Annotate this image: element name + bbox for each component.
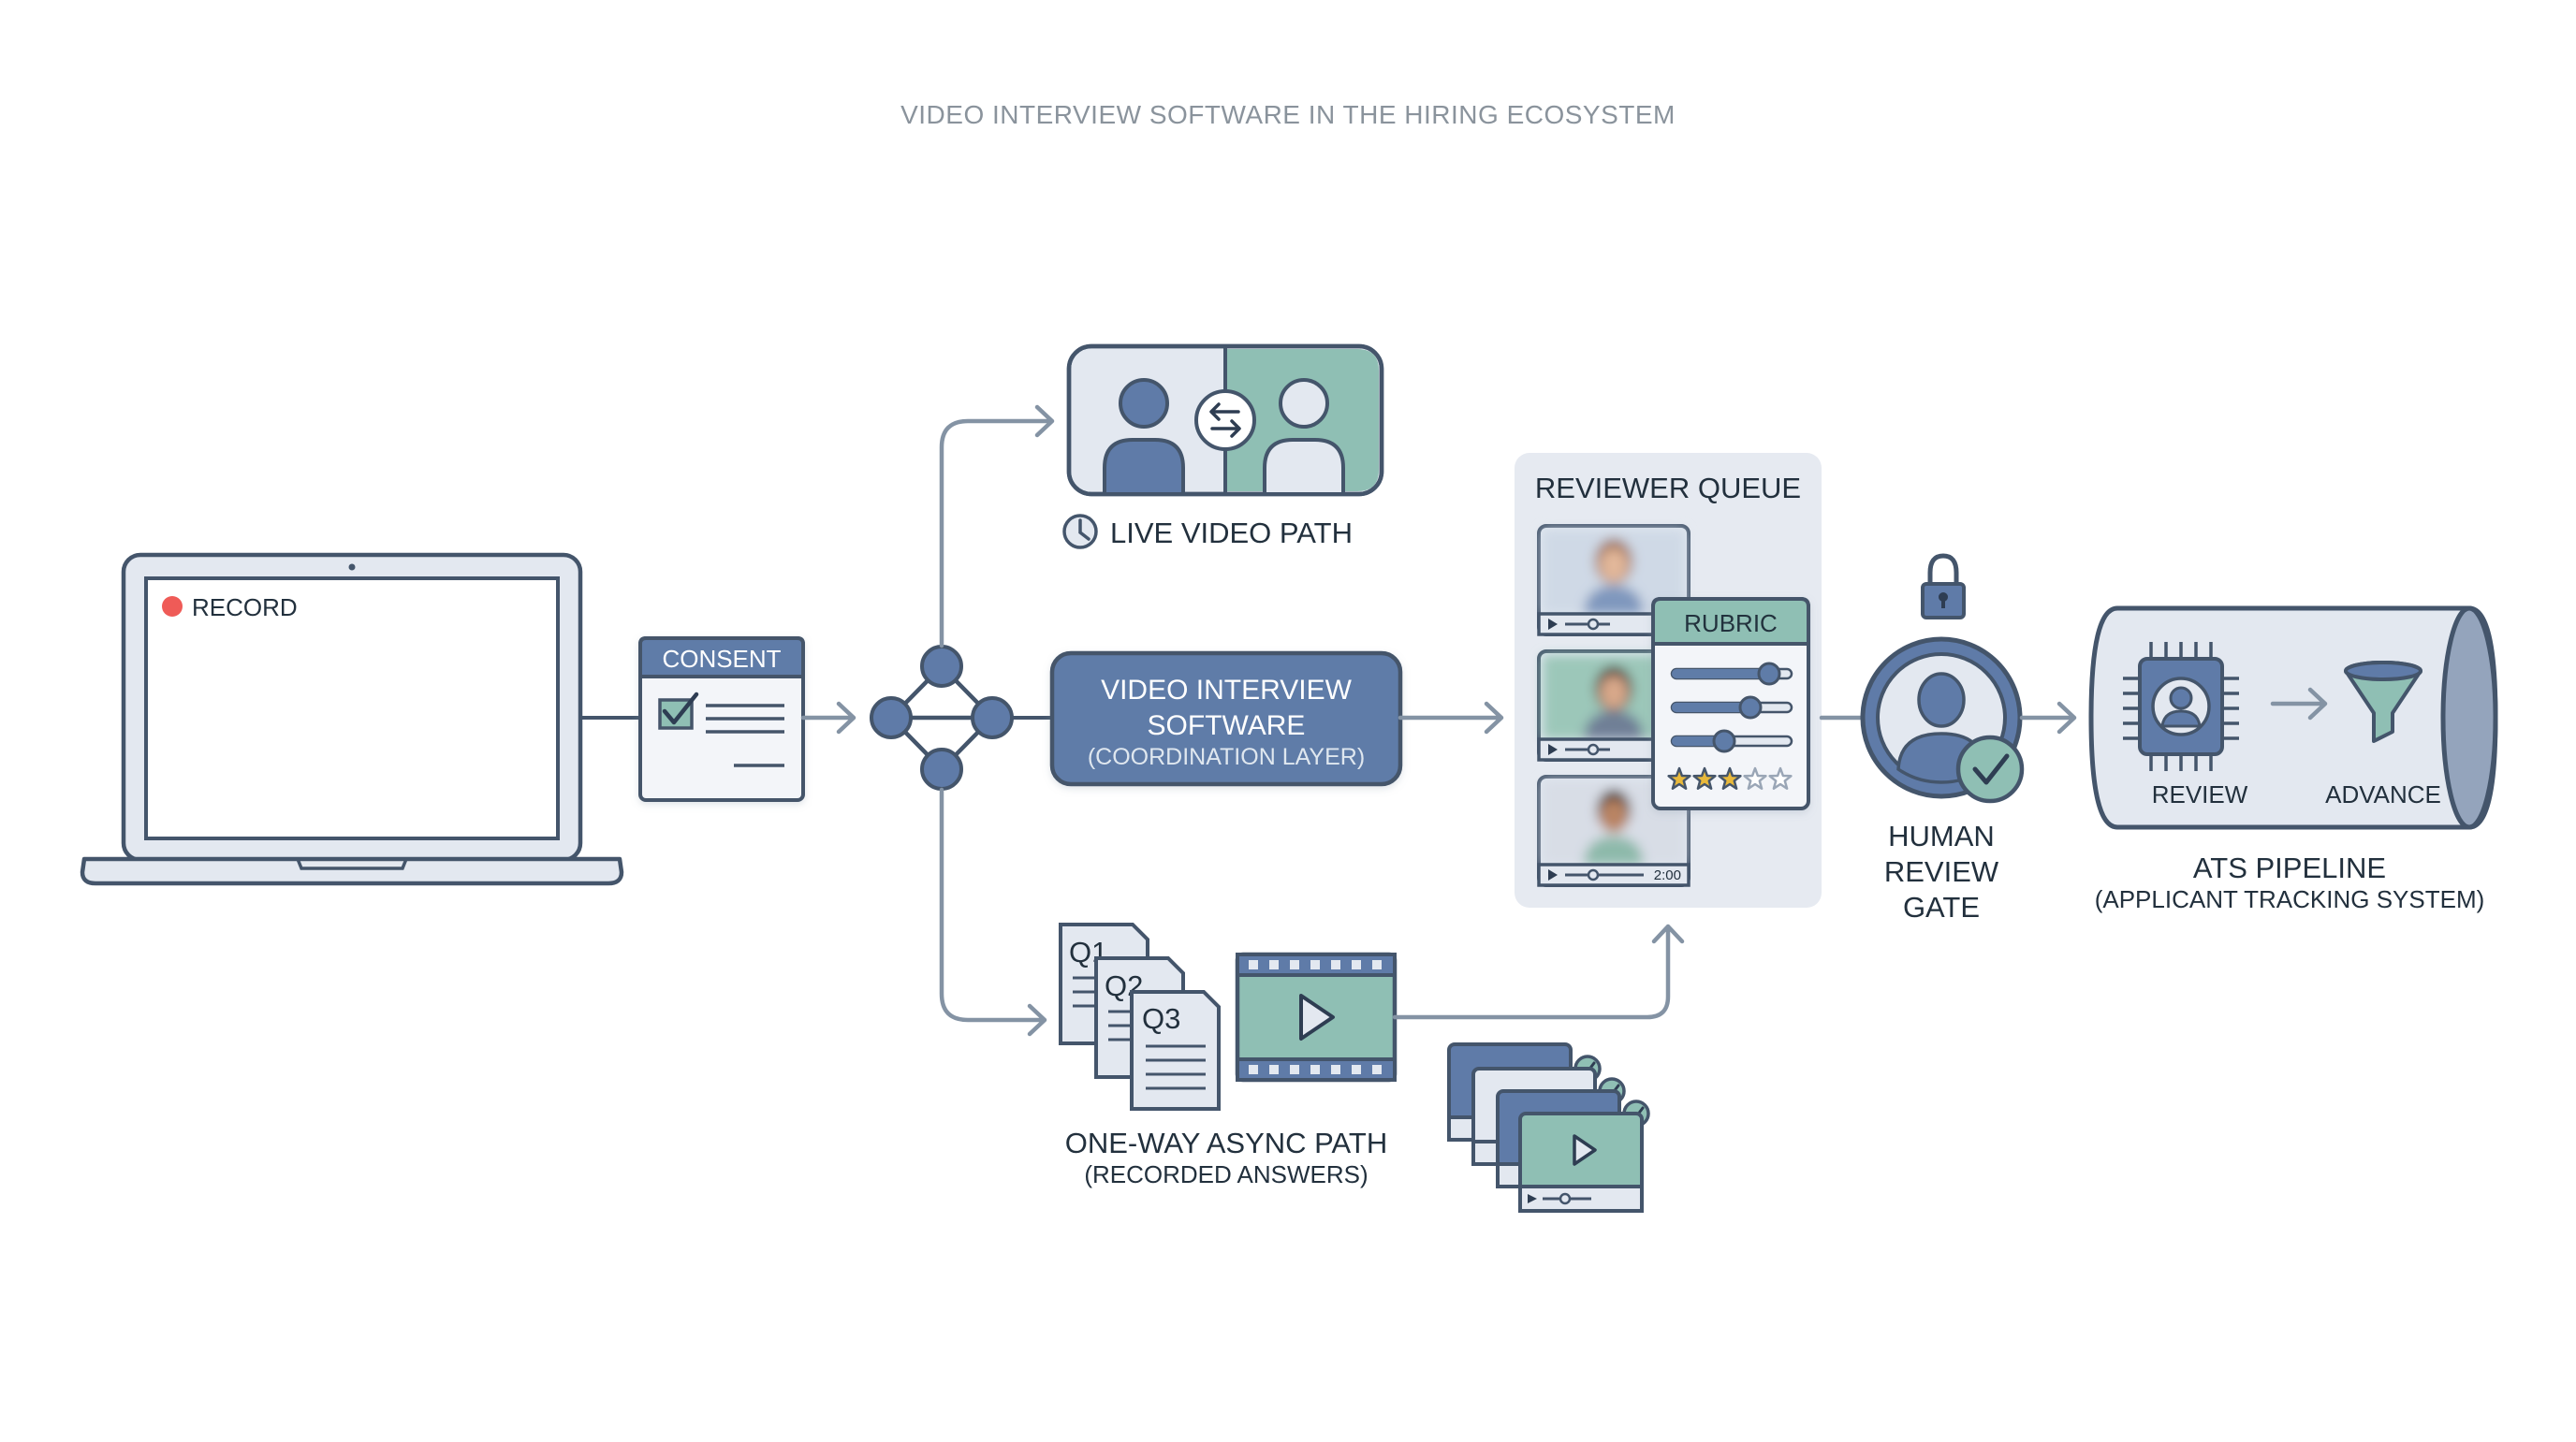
software-title-line1: VIDEO INTERVIEW <box>1101 675 1353 706</box>
ats-pipeline-title: ATS PIPELINE <box>2193 852 2386 884</box>
async-path-sublabel: (RECORDED ANSWERS) <box>1084 1160 1368 1188</box>
clock-icon <box>1062 514 1098 549</box>
candidate-chip-icon <box>2123 642 2239 771</box>
ats-review-label: REVIEW <box>2152 780 2248 808</box>
rubric-slider <box>1670 695 1793 720</box>
software-title-line2: SOFTWARE <box>1148 710 1306 741</box>
star-filled-icon <box>1667 766 1691 790</box>
async-path-label: ONE-WAY ASYNC PATH <box>1065 1127 1388 1159</box>
recorded-answers-stack <box>1447 1042 1650 1213</box>
video-interview-software-box: VIDEO INTERVIEW SOFTWARE (COORDINATION L… <box>1049 650 1403 787</box>
human-reviewer-icon <box>1860 636 2025 804</box>
arrow-review-advance <box>2270 687 2328 721</box>
arrow-gate-ats <box>2019 701 2077 735</box>
software-subtitle: (COORDINATION LAYER) <box>1088 744 1365 770</box>
funnel-icon <box>2344 661 2422 743</box>
consent-form: CONSENT <box>638 636 805 802</box>
approved-check-icon <box>1955 735 2025 804</box>
rubric-slider <box>1670 662 1793 686</box>
laptop: RECORD <box>80 552 624 886</box>
live-video-path-label: LIVE VIDEO PATH <box>1110 517 1353 549</box>
rubric-label: RUBRIC <box>1684 609 1778 637</box>
record-dot-icon <box>162 596 183 617</box>
gate-label-line2: REVIEW <box>1884 855 1999 888</box>
gate-label-line3: GATE <box>1903 891 1980 924</box>
gate-label-line1: HUMAN <box>1888 820 1995 852</box>
queue-video-time: 2:00 <box>1654 867 1681 883</box>
question-docs: Q1 Q2 Q3 <box>1059 923 1221 1111</box>
arrow-software-queue <box>1398 701 1504 735</box>
rubric-card: RUBRIC <box>1651 597 1810 810</box>
arrow-hub-live <box>939 404 1055 648</box>
async-video-player <box>1235 952 1398 1083</box>
recorded-answer-card-front <box>1518 1112 1644 1213</box>
question-doc-q3: Q3 <box>1130 990 1221 1111</box>
arrow-consent-hub <box>800 701 856 735</box>
ats-pipeline-subtitle: (APPLICANT TRACKING SYSTEM) <box>2095 885 2485 913</box>
star-empty-icon <box>1743 766 1767 790</box>
hub-network-icon <box>870 645 1014 791</box>
record-label: RECORD <box>192 593 298 621</box>
rubric-slider <box>1670 729 1793 753</box>
live-video-panel <box>1066 343 1384 497</box>
arrow-async-queue <box>1392 924 1685 1020</box>
consent-header: CONSENT <box>662 645 781 673</box>
rubric-star-rating <box>1667 766 1793 790</box>
ats-pipeline-tube: REVIEW ADVANCE <box>2088 605 2498 830</box>
reviewer-queue-title: REVIEWER QUEUE <box>1535 472 1801 504</box>
lock-icon <box>1921 553 1966 619</box>
arrow-hub-async <box>939 787 1047 1037</box>
ats-advance-label: ADVANCE <box>2325 780 2441 808</box>
reviewer-queue-panel: REVIEWER QUEUE <box>1515 453 1822 908</box>
swap-icon <box>1194 389 1256 451</box>
play-icon <box>1299 994 1335 1041</box>
question-doc-q3-label: Q3 <box>1142 1002 1180 1035</box>
diagram-title: VIDEO INTERVIEW SOFTWARE IN THE HIRING E… <box>900 100 1676 129</box>
star-empty-icon <box>1768 766 1793 790</box>
star-filled-icon <box>1718 766 1742 790</box>
star-filled-icon <box>1692 766 1717 790</box>
